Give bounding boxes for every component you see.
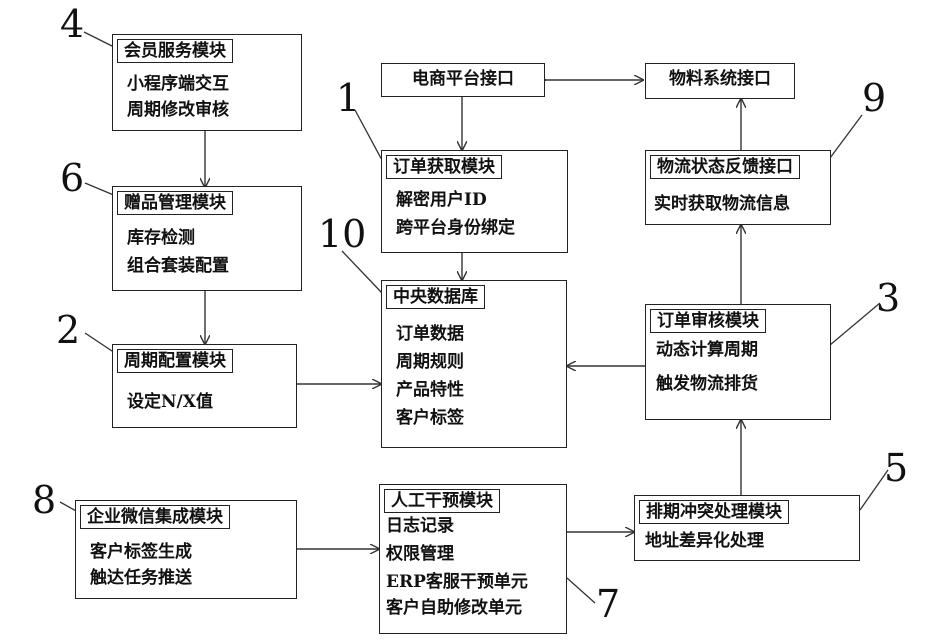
central-database-line-3: 产品特性: [396, 379, 464, 401]
leader-7: [567, 578, 595, 603]
central-database-title: 中央数据库: [386, 285, 485, 309]
ecommerce-platform-interface: 电商平台接口: [381, 63, 545, 97]
manual-intervention-line-2: 权限管理: [386, 543, 454, 565]
cycle-config-line-1: 设定N/X值: [127, 391, 213, 413]
central-database: 中央数据库 订单数据 周期规则 产品特性 客户标签: [381, 280, 567, 448]
manual-intervention-title: 人工干预模块: [384, 489, 500, 513]
material-system-interface: 物料系统接口: [645, 63, 795, 99]
order-fetch-line-1: 解密用户ID: [396, 189, 487, 211]
label-number-5: 5: [884, 448, 908, 488]
schedule-conflict-line-1: 地址差异化处理: [645, 530, 764, 552]
order-fetch-line-2: 跨平台身份绑定: [396, 217, 515, 239]
label-number-7: 7: [596, 584, 620, 624]
schedule-conflict-module: 排期冲突处理模块 地址差异化处理: [634, 495, 860, 561]
gift-management-module: 赠品管理模块 库存检测 组合套装配置: [112, 186, 302, 291]
member-service-line-1: 小程序端交互: [127, 73, 229, 95]
order-review-line-1: 动态计算周期: [656, 339, 758, 361]
logistics-feedback-interface: 物流状态反馈接口 实时获取物流信息: [645, 150, 831, 225]
cycle-config-title: 周期配置模块: [117, 349, 233, 373]
central-database-line-2: 周期规则: [396, 351, 464, 373]
cycle-config-module: 周期配置模块 设定N/X值: [112, 344, 297, 428]
order-review-title: 订单审核模块: [650, 309, 766, 333]
gift-management-line-2: 组合套装配置: [127, 255, 229, 277]
leader-10: [342, 251, 382, 293]
label-number-10: 10: [318, 214, 366, 254]
order-fetch-module: 订单获取模块 解密用户ID 跨平台身份绑定: [381, 150, 568, 253]
member-service-line-2: 周期修改审核: [127, 99, 229, 121]
gift-management-title: 赠品管理模块: [117, 191, 233, 215]
central-database-line-1: 订单数据: [396, 323, 464, 345]
manual-intervention-line-1: 日志记录: [386, 515, 454, 537]
leader-3: [830, 303, 880, 345]
label-number-9: 9: [862, 78, 886, 118]
wecom-integration-title: 企业微信集成模块: [80, 505, 230, 529]
logistics-feedback-line-1: 实时获取物流信息: [654, 193, 790, 215]
order-review-module: 订单审核模块 动态计算周期 触发物流排货: [645, 304, 831, 420]
label-number-8: 8: [32, 480, 56, 520]
member-service-title: 会员服务模块: [117, 39, 233, 63]
manual-intervention-line-3: ERP客服干预单元: [386, 571, 528, 593]
manual-intervention-line-4: 客户自助修改单元: [386, 597, 522, 619]
leader-9: [830, 115, 862, 158]
wecom-integration-line-1: 客户标签生成: [90, 541, 192, 563]
order-review-line-2: 触发物流排货: [656, 373, 758, 395]
schedule-conflict-title: 排期冲突处理模块: [639, 500, 789, 524]
central-database-line-4: 客户标签: [396, 407, 464, 429]
logistics-feedback-title: 物流状态反馈接口: [650, 155, 800, 179]
label-number-2: 2: [56, 310, 80, 350]
label-number-3: 3: [876, 278, 900, 318]
label-number-4: 4: [60, 4, 84, 44]
wecom-integration-module: 企业微信集成模块 客户标签生成 触达任务推送: [75, 500, 297, 599]
member-service-module: 会员服务模块 小程序端交互 周期修改审核: [112, 34, 302, 131]
gift-management-line-1: 库存检测: [127, 227, 195, 249]
manual-intervention-module: 人工干预模块 日志记录 权限管理 ERP客服干预单元 客户自助修改单元: [379, 484, 567, 634]
label-number-6: 6: [60, 158, 84, 198]
order-fetch-title: 订单获取模块: [386, 155, 502, 179]
label-number-1: 1: [336, 78, 360, 118]
wecom-integration-line-2: 触达任务推送: [90, 567, 192, 589]
